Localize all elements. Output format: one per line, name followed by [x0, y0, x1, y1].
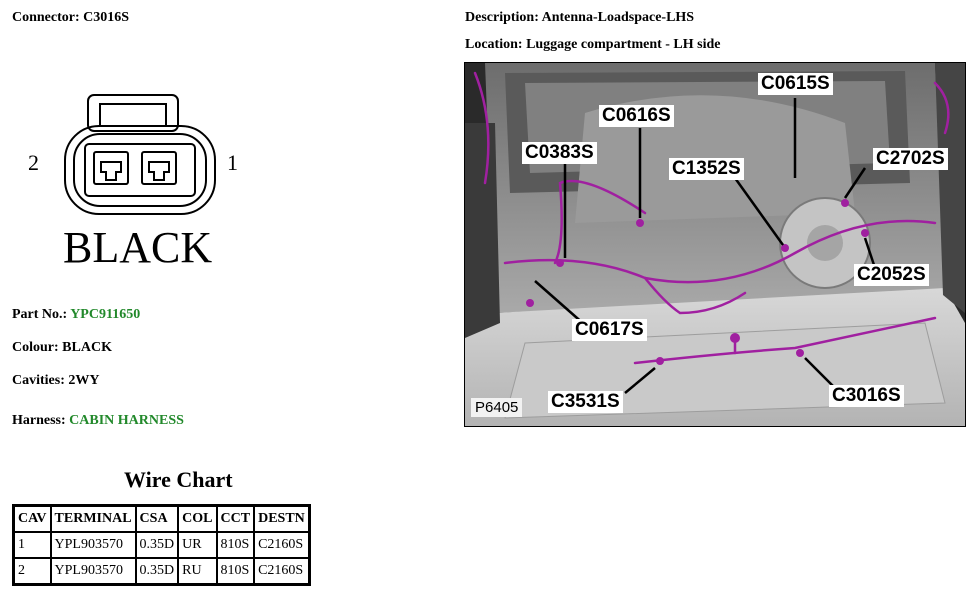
table-header-row: CAV TERMINAL CSA COL CCT DESTN — [12, 504, 311, 533]
callout-arrows — [534, 98, 877, 394]
cell-cav: 2 — [12, 557, 52, 586]
connector-face-diagram: 2 1 BLACK — [28, 94, 238, 272]
photo-id: P6405 — [471, 398, 523, 417]
connector-value: C3016S — [83, 10, 130, 25]
location-value: Luggage compartment - LH side — [526, 37, 721, 52]
description-label: Description: — [465, 10, 539, 25]
header-destn: DESTN — [253, 504, 311, 533]
cavities-line: Cavities: 2WY — [12, 373, 100, 389]
cell-csa: 0.35D — [134, 557, 180, 586]
colour-label: Colour: — [12, 340, 59, 355]
pin-label-2: 2 — [28, 150, 39, 175]
pin-label-1: 1 — [227, 150, 238, 175]
connector-colour-text: BLACK — [63, 223, 212, 272]
callout-c3016s: C3016S — [829, 385, 904, 407]
cell-terminal: YPL903570 — [49, 531, 137, 559]
description-value: Antenna-Loadspace-LHS — [541, 10, 695, 25]
part-no-link[interactable]: YPC911650 — [70, 307, 141, 322]
description-line: Description: Antenna-Loadspace-LHS — [465, 10, 694, 26]
cell-cct: 810S — [215, 557, 256, 586]
header-csa: CSA — [134, 504, 180, 533]
colour-line: Colour: BLACK — [12, 340, 112, 356]
callout-c0383s: C0383S — [522, 142, 597, 164]
harness-label: Harness: — [12, 413, 66, 428]
cell-destn: C2160S — [253, 557, 311, 586]
callout-c0615s: C0615S — [758, 73, 833, 95]
cell-col: UR — [177, 531, 218, 559]
wire-chart-title: Wire Chart — [124, 467, 233, 492]
callout-c2052s: C2052S — [854, 264, 929, 286]
cell-cav: 1 — [12, 531, 52, 559]
table-row: 1 YPL903570 0.35D UR 810S C2160S — [12, 531, 311, 559]
connector-label: Connector: — [12, 10, 80, 25]
wiring-harness — [473, 71, 950, 365]
connector-markers — [526, 199, 869, 365]
harness-line: Harness: CABIN HARNESS — [12, 413, 184, 429]
colour-value: BLACK — [62, 340, 112, 355]
header-cct: CCT — [215, 504, 256, 533]
cavities-value: 2WY — [68, 373, 100, 388]
location-label: Location: — [465, 37, 523, 52]
vehicle-interior-illustration — [465, 63, 965, 426]
cavity-2 — [93, 151, 129, 185]
cavities-label: Cavities: — [12, 373, 65, 388]
table-row: 2 YPL903570 0.35D RU 810S C2160S — [12, 557, 311, 586]
cell-destn: C2160S — [253, 531, 311, 559]
callout-c2702s: C2702S — [873, 148, 948, 170]
cavity-1 — [141, 151, 177, 185]
cell-col: RU — [177, 557, 218, 586]
part-no-line: Part No.: YPC911650 — [12, 307, 140, 323]
harness-link[interactable]: CABIN HARNESS — [69, 413, 184, 428]
header-col: COL — [177, 504, 218, 533]
location-photo: C0615S C0616S C0383S C1352S C2702S C2052… — [464, 62, 966, 427]
wire-chart-table: CAV TERMINAL CSA COL CCT DESTN 1 YPL9035… — [12, 504, 311, 586]
cell-terminal: YPL903570 — [49, 557, 137, 586]
header-terminal: TERMINAL — [49, 504, 137, 533]
cell-cct: 810S — [215, 531, 256, 559]
connector-outer-shell — [64, 125, 216, 215]
header-cav: CAV — [12, 504, 52, 533]
callout-c3531s: C3531S — [548, 391, 623, 413]
connector-line: Connector: C3016S — [12, 10, 129, 26]
location-line: Location: Luggage compartment - LH side — [465, 37, 721, 53]
callout-c1352s: C1352S — [669, 158, 744, 180]
part-no-label: Part No.: — [12, 307, 68, 322]
cell-csa: 0.35D — [134, 531, 180, 559]
callout-c0617s: C0617S — [572, 319, 647, 341]
connector-latch — [87, 94, 179, 132]
callout-c0616s: C0616S — [599, 105, 674, 127]
